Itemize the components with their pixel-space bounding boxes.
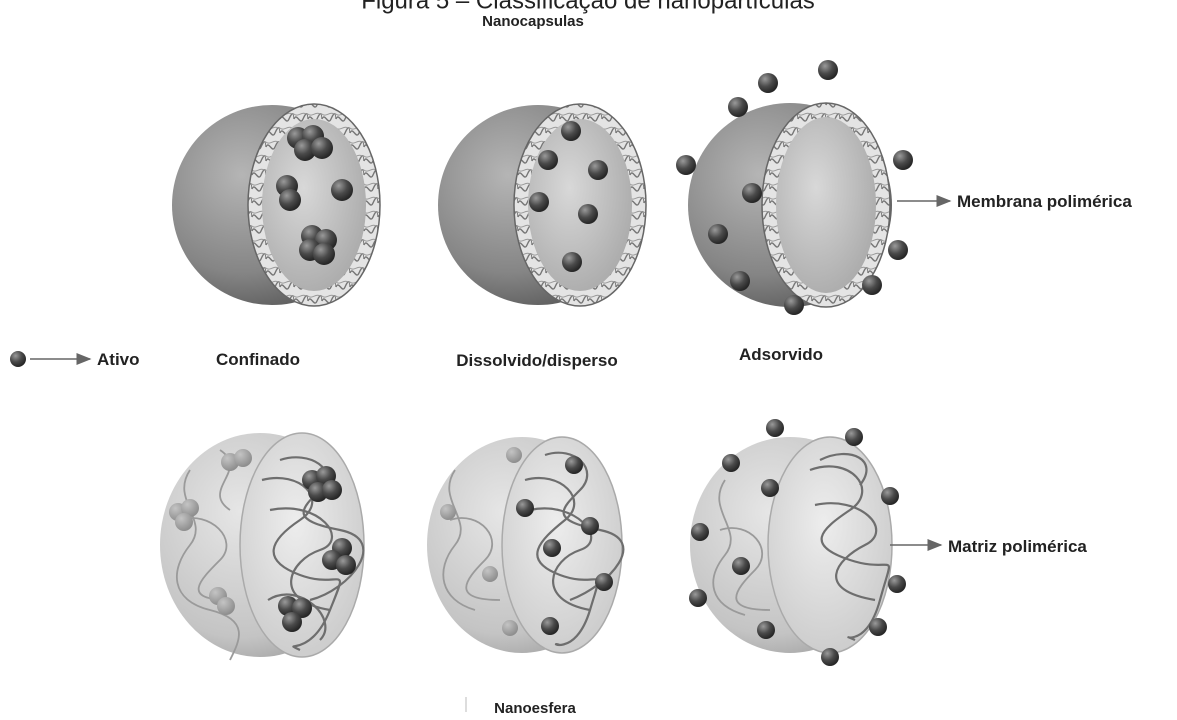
active-particle bbox=[888, 575, 906, 593]
active-particle bbox=[732, 557, 750, 575]
column-label-dissolved: Dissolvido/disperso bbox=[456, 351, 618, 370]
ghost-active-particle bbox=[482, 566, 498, 582]
active-particle bbox=[562, 252, 582, 272]
active-particle bbox=[881, 487, 899, 505]
active-particle bbox=[543, 539, 561, 557]
capsule-core bbox=[776, 117, 876, 293]
section-title-nanosphere: Nanoesfera bbox=[494, 700, 576, 717]
active-particle bbox=[282, 612, 302, 632]
active-particle bbox=[311, 137, 333, 159]
active-particle bbox=[757, 621, 775, 639]
ghost-active-particle bbox=[440, 504, 456, 520]
active-particle bbox=[742, 183, 762, 203]
active-particle bbox=[728, 97, 748, 117]
active-particle bbox=[691, 523, 709, 541]
active-particle bbox=[766, 419, 784, 437]
membrane-label: Membrana polimérica bbox=[957, 192, 1132, 211]
column-label-adsorbed: Adsorvido bbox=[739, 345, 823, 364]
active-particle bbox=[845, 428, 863, 446]
active-particle bbox=[869, 618, 887, 636]
ghost-active-particle bbox=[217, 597, 235, 615]
active-legend-icon bbox=[10, 351, 26, 367]
active-particle bbox=[722, 454, 740, 472]
sphere-cut-face bbox=[502, 437, 622, 653]
active-particle bbox=[322, 480, 342, 500]
active-particle bbox=[676, 155, 696, 175]
active-particle bbox=[888, 240, 908, 260]
active-particle bbox=[516, 499, 534, 517]
active-particle bbox=[538, 150, 558, 170]
active-particle bbox=[529, 192, 549, 212]
active-particle bbox=[541, 617, 559, 635]
nanocapsule-dissolved bbox=[438, 104, 646, 306]
active-particle bbox=[893, 150, 913, 170]
active-particle bbox=[336, 555, 356, 575]
ghost-active-particle bbox=[506, 447, 522, 463]
active-particle bbox=[561, 121, 581, 141]
nanocapsule-confined bbox=[172, 104, 380, 306]
active-particle bbox=[578, 204, 598, 224]
active-particle bbox=[821, 648, 839, 666]
ghost-active-particle bbox=[234, 449, 252, 467]
active-particle bbox=[730, 271, 750, 291]
active-particle bbox=[595, 573, 613, 591]
ghost-active-particle bbox=[502, 620, 518, 636]
active-particle bbox=[818, 60, 838, 80]
nanosphere-adsorbed bbox=[689, 419, 906, 666]
nanocapsule-adsorbed bbox=[676, 60, 913, 315]
nanosphere-dissolved bbox=[427, 437, 623, 653]
active-particle bbox=[689, 589, 707, 607]
active-particle bbox=[758, 73, 778, 93]
column-label-confined: Confinado bbox=[216, 350, 300, 369]
active-particle bbox=[313, 243, 335, 265]
active-particle bbox=[708, 224, 728, 244]
matrix-label: Matriz polimérica bbox=[948, 537, 1087, 556]
active-particle bbox=[588, 160, 608, 180]
active-particle bbox=[565, 456, 583, 474]
active-legend-label: Ativo bbox=[97, 350, 140, 369]
active-particle bbox=[581, 517, 599, 535]
active-particle bbox=[279, 189, 301, 211]
nanosphere-confined bbox=[160, 433, 364, 660]
active-particle bbox=[331, 179, 353, 201]
ghost-active-particle bbox=[175, 513, 193, 531]
active-particle bbox=[784, 295, 804, 315]
active-particle bbox=[761, 479, 779, 497]
figure-caption: Figura 5 – Classificação de nanopartícul… bbox=[361, 0, 815, 14]
section-title-nanocapsules: Nanocapsulas bbox=[482, 13, 584, 30]
active-particle bbox=[862, 275, 882, 295]
